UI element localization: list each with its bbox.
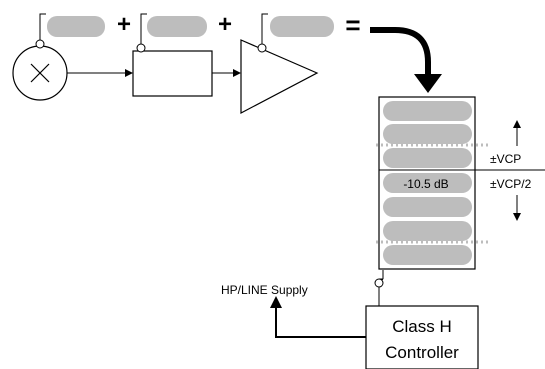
up-arrow-icon bbox=[513, 120, 521, 128]
controller-label-line2: Controller bbox=[385, 343, 459, 362]
meter-segment bbox=[383, 221, 472, 241]
class-h-controller: Class H Controller bbox=[365, 270, 479, 369]
amplifier-control-pill bbox=[270, 16, 334, 37]
meter-segment bbox=[383, 197, 472, 217]
multiplier-block bbox=[12, 13, 105, 101]
supply-arrow-icon bbox=[270, 296, 282, 308]
multiplier-control-pill bbox=[47, 16, 105, 37]
threshold-lower-label: ±VCP/2 bbox=[490, 177, 532, 191]
supply-output: HP/LINE Supply bbox=[221, 283, 366, 338]
amplifier-control-node bbox=[257, 43, 267, 53]
plus-sign-1: + bbox=[117, 11, 131, 38]
result-arrow bbox=[370, 27, 442, 93]
meter-segment bbox=[383, 124, 472, 144]
supply-label: HP/LINE Supply bbox=[221, 283, 308, 297]
equals-sign: = bbox=[345, 10, 360, 40]
filter-box bbox=[132, 50, 213, 97]
filter-control-node bbox=[136, 43, 146, 53]
threshold-upper-label: ±VCP bbox=[490, 152, 521, 166]
controller-label-line1: Class H bbox=[392, 317, 452, 336]
meter-segment-active bbox=[383, 173, 472, 193]
meter-level-label: -10.5 dB bbox=[403, 177, 448, 191]
level-meter: -10.5 dB bbox=[376, 96, 545, 270]
filter-block bbox=[67, 13, 213, 97]
plus-sign-2: + bbox=[218, 11, 232, 38]
controller-box bbox=[365, 305, 479, 369]
filter-control-pill bbox=[147, 16, 207, 37]
amplifier-block bbox=[212, 13, 334, 114]
down-arrow-icon bbox=[513, 213, 521, 221]
amplifier-triangle bbox=[240, 39, 319, 114]
meter-segment bbox=[383, 245, 472, 265]
threshold-indicators: ±VCP ±VCP/2 bbox=[490, 120, 532, 221]
multiplier-control-node bbox=[35, 39, 45, 49]
meter-segment bbox=[383, 101, 472, 121]
meter-segment bbox=[383, 148, 472, 168]
controller-input-node bbox=[374, 278, 384, 288]
